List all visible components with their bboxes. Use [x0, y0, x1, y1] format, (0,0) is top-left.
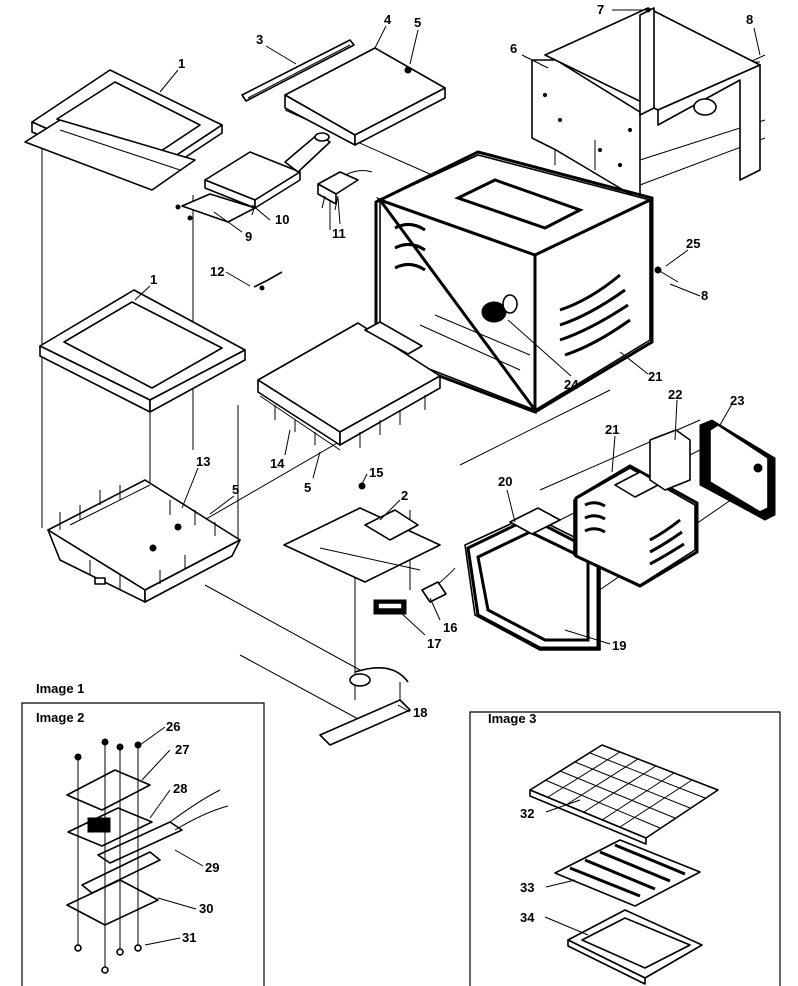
callout-18: 18 [413, 705, 427, 720]
callout-11: 11 [332, 226, 346, 241]
image-3-racks [529, 744, 719, 985]
callouts: 1 3 4 5 6 7 8 9 10 11 12 1 13 5 14 5 15 … [150, 2, 753, 945]
part-22-insulation [649, 429, 691, 491]
callout-4: 4 [384, 12, 392, 27]
callout-12: 12 [210, 264, 224, 279]
image-1-label: Image 1 [36, 681, 84, 696]
part-4-top-cover [284, 47, 446, 146]
callout-2: 2 [401, 488, 408, 503]
part-18-burner-tube [319, 666, 411, 746]
callout-33: 33 [520, 880, 534, 895]
callout-20: 20 [498, 474, 512, 489]
part-13-bottom-tray [47, 479, 241, 603]
part-8-shroud [544, 7, 761, 181]
callout-30: 30 [199, 901, 213, 916]
callout-3: 3 [256, 32, 263, 47]
callout-21-inner: 21 [605, 422, 619, 437]
part-2-deflector [283, 482, 441, 583]
part-14-burner-tray [257, 321, 441, 451]
callout-28: 28 [173, 781, 187, 796]
callout-32: 32 [520, 806, 534, 821]
part-11-valve [317, 170, 373, 211]
callout-27: 27 [175, 742, 189, 757]
callout-5-top: 5 [414, 15, 421, 30]
callout-6: 6 [510, 41, 517, 56]
callout-17: 17 [427, 636, 441, 651]
part-3-rail [241, 39, 355, 102]
callout-13: 13 [196, 454, 210, 469]
part-16-igniter [421, 567, 456, 603]
part-1-lower-frame [39, 289, 246, 413]
callout-16: 16 [443, 620, 457, 635]
callout-7: 7 [597, 2, 604, 17]
callout-15: 15 [369, 465, 383, 480]
part-25-fastener [654, 266, 679, 283]
callout-1-lower: 1 [150, 272, 157, 287]
part-23-panel [699, 419, 776, 521]
callout-9: 9 [245, 229, 252, 244]
callout-10: 10 [275, 212, 289, 227]
callout-25: 25 [686, 236, 700, 251]
callout-26: 26 [166, 719, 180, 734]
callout-22: 22 [668, 387, 682, 402]
callout-19: 19 [612, 638, 626, 653]
callout-5-tray: 5 [232, 482, 239, 497]
callout-21-main: 21 [648, 369, 662, 384]
callout-31: 31 [182, 930, 196, 945]
part-21-inner-cavity [573, 464, 699, 588]
image-3-label: Image 3 [488, 711, 536, 726]
callout-29: 29 [205, 860, 219, 875]
callout-1-top: 1 [178, 56, 185, 71]
detail-frames [21, 702, 781, 986]
callout-5-burner: 5 [304, 480, 311, 495]
image-2-label: Image 2 [36, 710, 84, 725]
callout-8-top: 8 [746, 12, 753, 27]
image-labels: Image 1 Image 2 Image 3 [36, 681, 536, 726]
part-10-igniter [204, 132, 331, 216]
callout-8-side: 8 [701, 288, 708, 303]
callout-14: 14 [270, 456, 285, 471]
part-20-front-frame [464, 507, 601, 651]
part-12-clip [253, 271, 283, 291]
part-21-oven-cavity [374, 150, 654, 415]
callout-23: 23 [730, 393, 744, 408]
leader-lines [134, 9, 761, 946]
part-24-lamp [481, 294, 518, 323]
image-2-assembly [66, 738, 229, 974]
callout-24: 24 [564, 377, 579, 392]
part-1-top-frame [24, 69, 223, 191]
part-17-switch [373, 599, 407, 615]
callout-34: 34 [520, 910, 535, 925]
